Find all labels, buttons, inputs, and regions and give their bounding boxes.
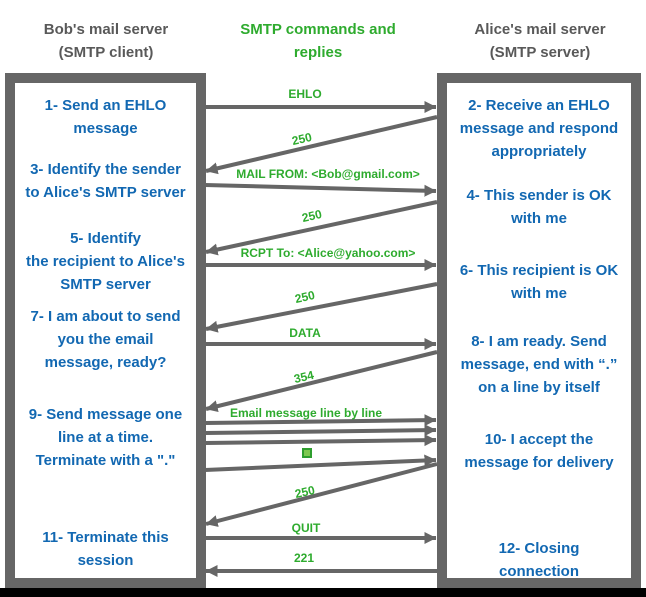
label-reply-250-4: 250 [293,482,317,502]
bottom-black-bar [0,588,646,597]
server-step-2: 2- Receive an EHLO message and respond a… [459,97,619,160]
server-step-4: 4- This sender is OK with me [466,187,612,227]
label-quit: QUIT [291,521,321,535]
label-reply-250-1: 250 [290,129,314,149]
label-rcpt-to: RCPT To: <Alice@yahoo.com> [240,246,416,260]
server-box: 2- Receive an EHLO message and respond a… [437,73,641,588]
server-step-12: 12- Closing connection [498,540,580,580]
arrow-email-line-1 [204,414,437,427]
server-step-8: 8- I am ready. Send message, end with “.… [460,333,618,396]
client-step-9: 9- Send message one line at a time. Term… [28,406,183,469]
client-header: Bob's mail server (SMTP client) [43,21,169,61]
client-step-11: 11- Terminate this session [42,529,169,569]
label-reply-250-2: 250 [300,206,324,226]
label-reply-250-3: 250 [293,287,317,307]
server-step-10: 10- I accept the message for delivery [464,431,614,471]
server-step-6: 6- This recipient is OK with me [459,262,619,302]
label-reply-354: 354 [292,367,316,387]
arrow-reply-250-1 [205,115,438,175]
label-mail-from: MAIL FROM: <Bob@gmail.com> [236,167,420,181]
client-step-1: 1- Send an EHLO message [44,97,167,137]
arrow-email-line-3 [204,434,437,447]
arrow-reply-250-2 [205,200,438,256]
label-reply-221: 221 [293,551,315,565]
client-step-5: 5- Identify the recipient to Alice's SMT… [26,230,185,293]
arrow-mail-from [204,183,437,197]
label-email-lines: Email message line by line [229,406,383,420]
arrow-email-line-2 [204,424,437,437]
label-ehlo: EHLO [288,87,322,101]
arrow-terminator-line [204,454,437,472]
server-header: Alice's mail server (SMTP server) [474,21,606,61]
client-step-3: 3- Identify the sender to Alice's SMTP s… [25,161,186,201]
arrow-reply-250-4 [205,462,438,527]
client-box: 1- Send an EHLO message 3- Identify the … [5,73,206,588]
label-data: DATA [289,326,321,340]
arrow-reply-250-3 [205,282,438,333]
arrow-reply-354 [205,350,438,413]
terminator-dot-square [302,448,312,458]
client-step-7: 7- I am about to send you the email mess… [30,308,181,371]
center-header: SMTP commands and replies [240,21,396,61]
